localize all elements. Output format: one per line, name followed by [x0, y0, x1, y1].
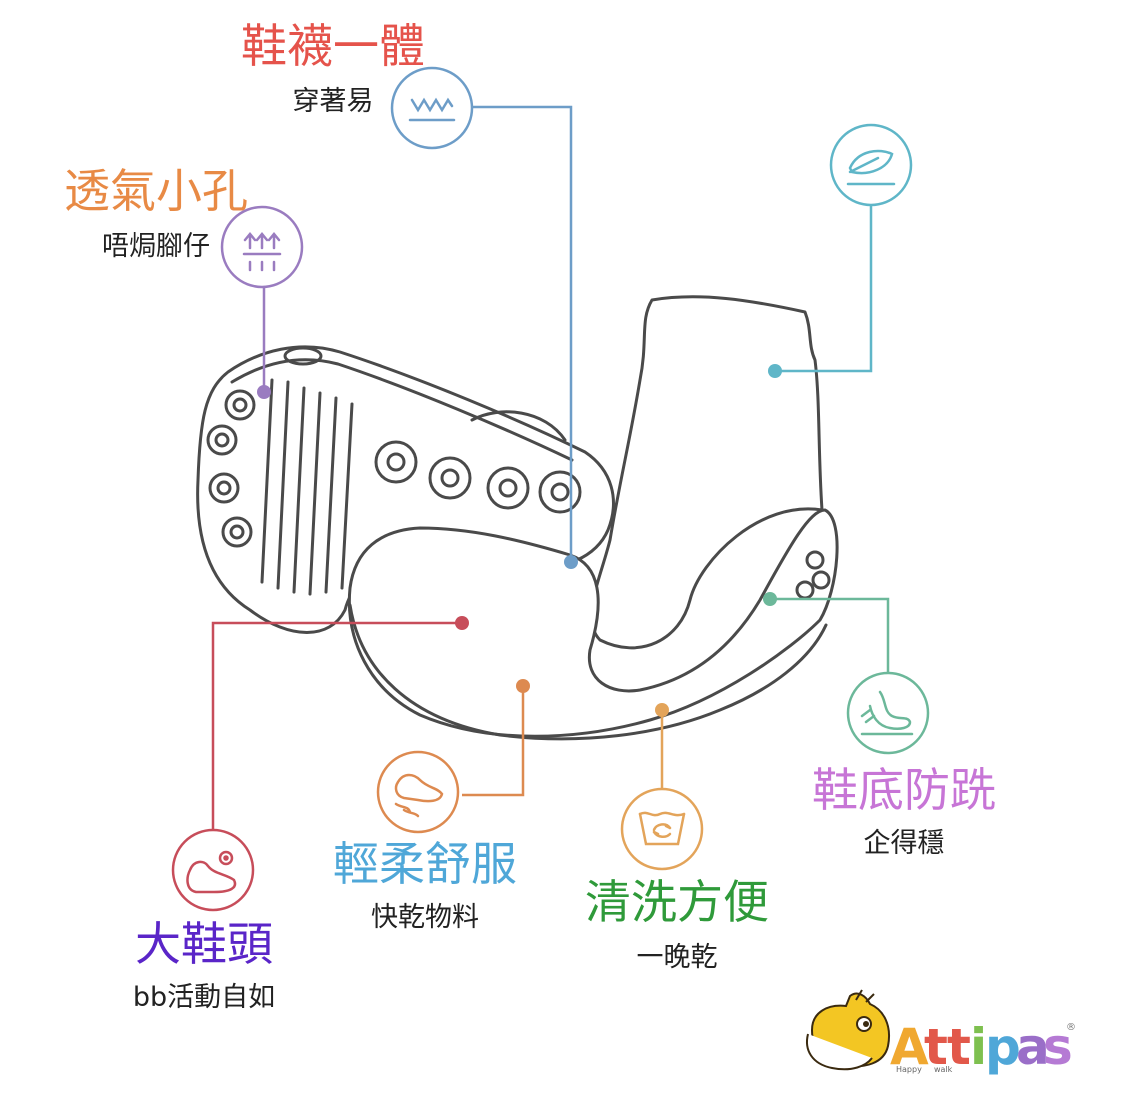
svg-text:s: s — [1043, 1018, 1073, 1076]
connector-light — [775, 206, 873, 373]
brand-wordmark: A t t i p a s — [890, 1018, 1073, 1076]
svg-text:a: a — [1016, 1018, 1050, 1076]
tagline-left: Happy — [896, 1065, 922, 1074]
svg-text:t: t — [924, 1018, 948, 1076]
tagline-right: walk — [934, 1065, 953, 1074]
washing-icon — [620, 787, 704, 871]
subtitle-antislip: 企得穩 — [864, 828, 945, 859]
shoe-illustration — [196, 295, 839, 741]
connector-toe — [211, 621, 462, 830]
connector-lines — [211, 105, 890, 830]
subtitle-sock: 穿著易 — [293, 86, 374, 117]
connector-sock — [472, 105, 573, 562]
title-comfort: 輕柔舒服 — [333, 837, 517, 891]
upward-arrows-icon — [220, 205, 304, 289]
title-wash: 清洗方便 — [585, 875, 769, 929]
shoe-front-body — [347, 508, 839, 738]
wave-lines-icon — [390, 66, 474, 150]
registered-mark: ® — [1066, 1022, 1076, 1033]
svg-text:t: t — [947, 1018, 971, 1076]
sole-ridges — [260, 378, 354, 596]
feather-icon — [829, 123, 913, 207]
dot-light — [768, 364, 782, 378]
sole-circles — [374, 440, 582, 514]
title-antislip: 鞋底防跣 — [812, 763, 996, 817]
title-breathable: 透氣小孔 — [64, 164, 248, 218]
dot-breathable — [257, 385, 271, 399]
attipas-logo[interactable]: A t t i p a s ® Happy walk — [806, 989, 1076, 1076]
connector-antislip — [770, 597, 890, 672]
dot-toe — [455, 616, 469, 630]
connector-comfort — [462, 686, 525, 797]
foot-step-icon — [846, 671, 930, 755]
heel-circles — [206, 389, 256, 548]
wing-shoe-icon — [376, 750, 460, 834]
svg-text:i: i — [970, 1018, 987, 1076]
labels: 鞋襪一體 穿著易 透氣小孔 唔焗腳仔 鞋底防跣 企得穩 大鞋頭 bb活動自如 輕… — [64, 19, 996, 1013]
toe-shoe-icon — [171, 828, 255, 912]
sock-upper — [590, 295, 824, 650]
title-toe: 大鞋頭 — [135, 917, 273, 971]
subtitle-toe: bb活動自如 — [133, 982, 275, 1013]
subtitle-breathable: 唔焗腳仔 — [102, 231, 210, 262]
svg-text:A: A — [890, 1018, 929, 1076]
mascot-shoe-icon — [806, 989, 890, 1071]
shoe-front-lower — [348, 603, 828, 741]
toe-circles — [795, 550, 831, 600]
dot-wash — [655, 703, 669, 717]
connector-dots — [257, 364, 782, 717]
svg-text:p: p — [985, 1018, 1021, 1076]
title-sock: 鞋襪一體 — [241, 19, 425, 73]
dot-comfort — [516, 679, 530, 693]
subtitle-comfort: 快乾物料 — [371, 902, 479, 933]
dot-sock — [564, 555, 578, 569]
subtitle-wash: 一晚乾 — [637, 942, 718, 973]
sole-back-inner — [230, 358, 574, 462]
dot-antislip — [763, 592, 777, 606]
